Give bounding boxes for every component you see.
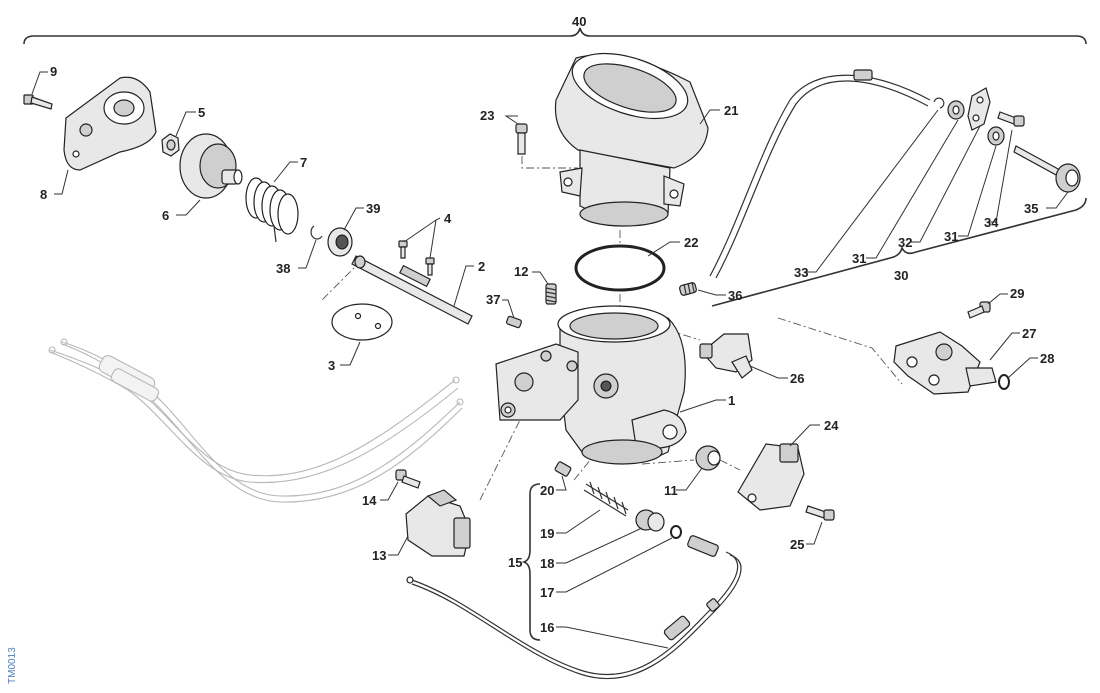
callout-7: 7 <box>300 155 307 170</box>
callout-25: 25 <box>790 537 804 552</box>
callout-19: 19 <box>540 526 554 541</box>
callout-14: 14 <box>362 493 377 508</box>
callout-11: 11 <box>664 483 678 498</box>
callout-30: 30 <box>894 268 908 283</box>
part-29-screw <box>967 301 991 319</box>
part-31-washer-a <box>933 97 945 109</box>
part-36-spring <box>679 281 697 296</box>
part-22-o-ring <box>574 244 666 292</box>
part-16-choke-cable <box>406 535 742 680</box>
callout-13: 13 <box>372 548 386 563</box>
assembly-brace-40 <box>23 27 1087 45</box>
callout-1: 1 <box>728 393 735 408</box>
callout-28: 28 <box>1040 351 1054 366</box>
callout-24: 24 <box>824 418 839 433</box>
part-37-grub-screw <box>506 315 522 329</box>
part-23-screw <box>515 123 528 155</box>
callout-29: 29 <box>1010 286 1024 301</box>
part-21-intake-manifold <box>554 52 709 227</box>
part-5-nut <box>161 133 180 157</box>
callout-17: 17 <box>540 585 554 600</box>
part-34-screw <box>997 111 1025 127</box>
callout-2: 2 <box>478 259 485 274</box>
callout-20: 20 <box>540 483 554 498</box>
part-38-circlip <box>310 225 323 240</box>
part-24-tps <box>737 443 805 511</box>
bracket-15 <box>521 483 541 641</box>
document-code: TM0013 <box>7 647 18 684</box>
part-26-sensor <box>699 333 753 379</box>
callout-32: 32 <box>898 235 912 250</box>
callout-18: 18 <box>540 556 554 571</box>
part-11-bush <box>695 445 721 471</box>
callout-23: 23 <box>480 108 494 123</box>
callout-5: 5 <box>198 105 205 120</box>
part-20-idle-screw <box>554 461 572 477</box>
callout-3: 3 <box>328 358 335 373</box>
callout-31-b: 31 <box>944 229 958 244</box>
callout-8: 8 <box>40 187 47 202</box>
callout-34: 34 <box>984 215 999 230</box>
part-3-disc <box>331 303 393 341</box>
part-7-spring <box>245 177 299 243</box>
part-18-bushing <box>635 509 665 532</box>
part-39-bearing <box>327 227 353 257</box>
throttle-cables-ghost <box>48 338 464 503</box>
part-25-screw <box>805 505 835 521</box>
callout-12: 12 <box>514 264 528 279</box>
part-35-knob <box>1013 145 1081 193</box>
part-31-washer-b <box>987 126 1005 146</box>
callout-40: 40 <box>572 14 586 29</box>
callout-37: 37 <box>486 292 500 307</box>
part-32-washer <box>947 100 965 120</box>
callout-38: 38 <box>276 261 290 276</box>
callout-labels: 9 8 5 6 7 38 39 4 2 3 23 12 37 21 22 36 … <box>40 14 1054 635</box>
callout-21: 21 <box>724 103 738 118</box>
callout-31-a: 31 <box>852 251 866 266</box>
callout-27: 27 <box>1022 326 1036 341</box>
callout-4: 4 <box>444 211 452 226</box>
part-4-screws <box>398 240 435 276</box>
leader-lines <box>31 71 1069 649</box>
part-13-map-sensor <box>405 489 471 557</box>
kit-brace-30 <box>711 197 1087 307</box>
callout-9: 9 <box>50 64 57 79</box>
part-28-o-ring <box>998 374 1010 390</box>
callout-6: 6 <box>162 208 169 223</box>
callout-36: 36 <box>728 288 742 303</box>
part-9-screw <box>23 94 53 110</box>
part-19-spring <box>583 481 629 517</box>
callout-35: 35 <box>1024 201 1038 216</box>
part-27-bracket <box>893 331 997 395</box>
part-33-hose <box>709 69 931 279</box>
part-32-bracket <box>967 87 991 131</box>
callout-22: 22 <box>684 235 698 250</box>
part-8-cover <box>63 76 157 171</box>
callout-39: 39 <box>366 201 380 216</box>
part-2-shaft <box>351 255 473 325</box>
callout-33: 33 <box>794 265 808 280</box>
callout-15: 15 <box>508 555 522 570</box>
part-17-o-ring <box>670 525 682 539</box>
document-code-text: TM0013 <box>7 647 18 684</box>
part-14-screw <box>395 469 421 489</box>
part-12-spring <box>545 283 557 305</box>
part-6-pulley <box>179 133 243 199</box>
callout-26: 26 <box>790 371 804 386</box>
callout-16: 16 <box>540 620 554 635</box>
part-1-throttle-body <box>495 305 687 465</box>
